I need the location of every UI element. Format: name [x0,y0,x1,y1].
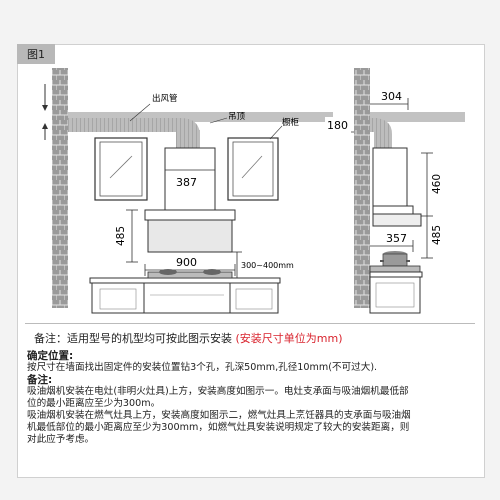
right-ceiling-slab [370,112,465,122]
dim-485-left: 485 [115,226,127,246]
position-text: 按尺寸在墙面找出固定件的安装位置钻3个孔，孔深50mm,孔径10mm(不可过大)… [27,362,378,373]
right-range-hood [372,147,422,227]
figure-tag: 图1 [17,44,55,64]
left-cooktop [147,269,233,279]
label-duct: 出风管 [152,93,178,104]
installation-diagram: 387 485 900 300~400mm 出风管 吊顶 橱柜 [42,68,465,314]
label-ceiling: 吊顶 [228,112,246,122]
dim-485-right: 485 [431,225,443,245]
notes-intro-text: 备注：适用型号的机型均可按此图示安装 [34,332,232,345]
notes-unit-hint: (安装尺寸单位为mm) [235,332,343,345]
remark-line: 机最低部位的最小距离应至少为300mm，如燃气灶具安装说明规定了较大的安装距离，… [27,422,410,433]
left-upper-cabinet-left [94,137,148,201]
dim-300-400: 300~400mm [241,261,294,270]
remark-line: 吸油烟机安装在燃气灶具上方，安装高度如图示二，燃气灶具上烹饪器具的支承面与吸油烟 [27,410,411,421]
dim-387: 387 [176,176,197,189]
left-range-hood [144,147,236,253]
left-upper-cabinet-right [227,137,279,201]
notes-section: 备注：适用型号的机型均可按此图示安装 (安装尺寸单位为mm) 确定位置: 按尺寸… [27,333,477,446]
dim-357: 357 [386,232,407,245]
right-wall [354,68,370,308]
left-wall [52,68,68,308]
label-cabinet: 橱柜 [282,117,300,128]
left-ceiling-slab [68,112,333,122]
remark-line: 对此应予考虑。 [27,434,95,445]
remark-line: 位的最小距离应至少为300m。 [27,398,161,409]
right-exhaust-duct [370,118,392,150]
remark-title: 备注: [27,374,53,386]
right-base-cabinet [369,265,423,314]
position-title: 确定位置: [27,350,74,362]
left-base-cabinet [89,277,281,314]
left-exhaust-duct [68,118,200,152]
dim-180: 180 [327,119,348,132]
notes-intro: 备注：适用型号的机型均可按此图示安装 (安装尺寸单位为mm) [27,333,477,345]
section-divider [25,323,475,324]
dim-900: 900 [176,256,197,269]
dim-460: 460 [431,174,443,194]
dim-304: 304 [381,90,402,103]
remark-line: 吸油烟机安装在电灶(非明火灶具)上方，安装高度如图示一。电灶支承面与吸油烟机最低… [27,386,409,397]
cooking-pot-icon [380,251,410,267]
